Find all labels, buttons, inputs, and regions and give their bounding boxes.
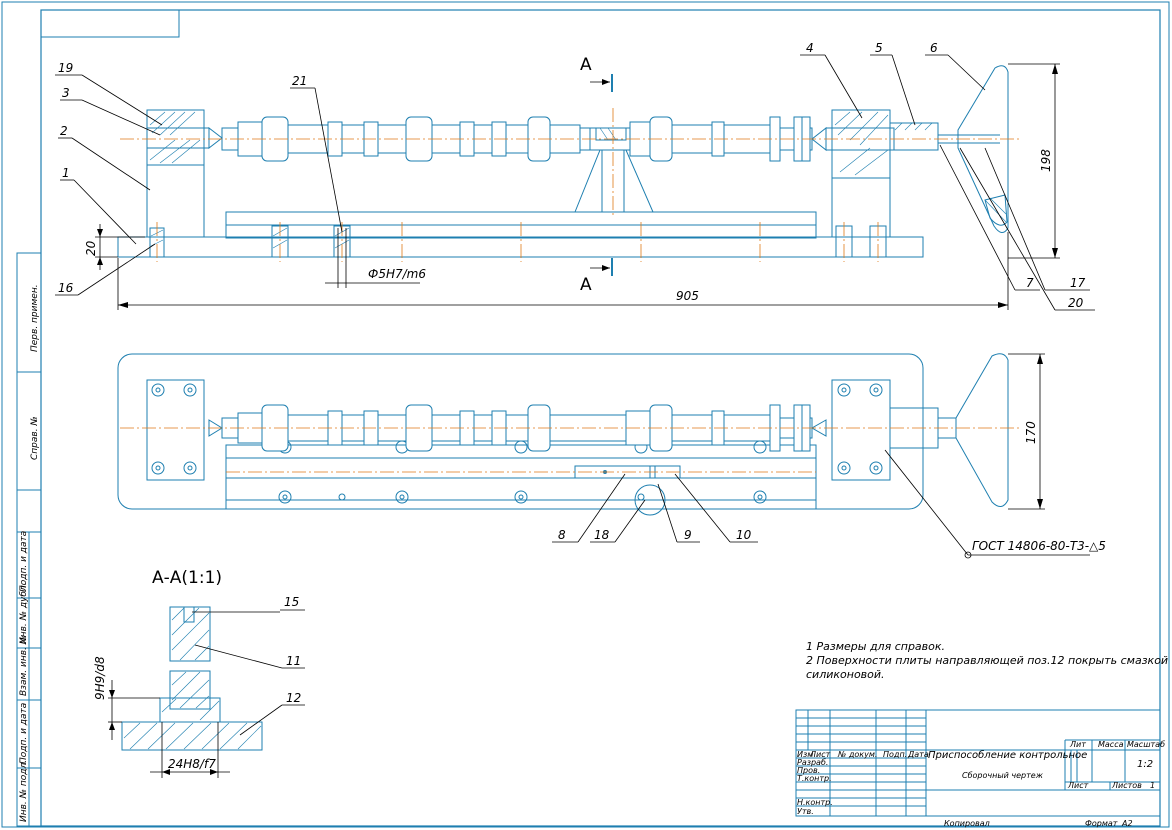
section-aa: А-А(1:1) 9H9/d8 24H8/ [93, 568, 305, 778]
stamp-vzam-inv: Взам. инв. № [19, 635, 29, 696]
tb-razrab: Разраб. [797, 758, 828, 767]
pos-5: 5 [875, 41, 883, 55]
pos-15: 15 [284, 595, 299, 609]
pos-9: 9 [684, 528, 692, 542]
stamp-sprav: Справ. № [30, 416, 40, 460]
section-title: А-А(1:1) [152, 568, 222, 588]
stamp-inv-podl: Инв. № подл. [19, 760, 29, 822]
tb-massa: Масса [1098, 740, 1124, 749]
tb-format-label: Формат [1085, 819, 1118, 828]
pos-16: 16 [58, 281, 74, 295]
pos-8: 8 [558, 528, 566, 542]
tb-listov: 1 [1150, 781, 1155, 790]
section-mark-bottom: A [580, 258, 613, 295]
dim-base-height: 20 [84, 240, 98, 256]
section-mark-top: A [580, 55, 613, 92]
tb-lit: Лит [1069, 740, 1086, 749]
tb-utv: Утв. [797, 807, 814, 816]
tb-izm: Изм [797, 750, 813, 759]
pos-12: 12 [286, 691, 301, 705]
section-letter-top: A [580, 55, 592, 75]
tb-list-label: Лист [1067, 781, 1089, 790]
technical-notes: 1 Размеры для справок. 2 Поверхности пли… [806, 640, 1168, 681]
front-dimensions: 905 198 20 Ф5H7/m6 [84, 63, 1060, 310]
side-stamp-column: Перв. примен. Справ. № Подп. и дата Инв.… [16, 252, 42, 827]
dim-fit-h: 24H8/f7 [168, 757, 216, 771]
note-2: 2 Поверхности плиты направляющей поз.12 … [806, 654, 1168, 667]
plan-view [117, 353, 1020, 516]
stamp-inv-dubl: Инв. № дубл. [19, 582, 29, 644]
pos-3: 3 [62, 86, 70, 100]
pos-17: 17 [1070, 276, 1086, 290]
stamp-perv-primen: Перв. примен. [30, 284, 40, 352]
plan-dimensions: 170 [1008, 353, 1045, 510]
front-view [117, 65, 1020, 262]
pos-2: 2 [60, 124, 68, 138]
tb-ndokum: № докум. [837, 750, 877, 759]
pos-10: 10 [736, 528, 752, 542]
tb-listov-label: Листов [1111, 781, 1142, 790]
title-block: Изм Лист № докум. Подп. Дата Разраб. Про… [795, 709, 1165, 828]
pos-6: 6 [930, 41, 938, 55]
tb-kopiroval: Копировал [944, 819, 990, 828]
pos-18: 18 [594, 528, 610, 542]
tb-doc: Сборочный чертеж [962, 771, 1044, 780]
note-1: 1 Размеры для справок. [806, 640, 945, 653]
tb-masshtab: Масштаб [1127, 740, 1165, 749]
dim-height-right: 198 [1039, 149, 1053, 172]
leaders-plan: ГОСТ 14806-80-Т3-△5 8 18 9 10 [552, 449, 1106, 559]
pos-7: 7 [1026, 276, 1034, 290]
tb-tkontr: Т.контр. [797, 774, 832, 783]
tb-format: A2 [1121, 819, 1133, 828]
section-letter-bottom: A [580, 275, 592, 295]
pos-11: 11 [286, 654, 301, 668]
leaders-front: 19 3 2 1 16 21 4 5 6 7 [55, 41, 1095, 311]
tb-podp: Подп. [883, 750, 907, 759]
dim-fit-pin: Ф5H7/m6 [368, 267, 426, 281]
dim-length: 905 [676, 289, 699, 303]
note-2-cont: силиконовой. [806, 668, 885, 681]
tb-name: Приспособление контрольное [928, 749, 1087, 761]
pos-21: 21 [292, 74, 307, 88]
stamp-podp-data-2: Подп. и дата [19, 703, 29, 764]
stamp-podp-data-1: Подп. и дата [19, 531, 29, 592]
dim-width-plan: 170 [1024, 421, 1038, 444]
gost-note: ГОСТ 14806-80-Т3-△5 [972, 539, 1106, 553]
pos-20: 20 [1068, 296, 1084, 310]
tb-data: Дата [907, 750, 929, 759]
dim-fit-v: 9H9/d8 [93, 656, 107, 700]
tb-scale: 1:2 [1137, 759, 1153, 770]
pos-1: 1 [62, 166, 70, 180]
pos-4: 4 [806, 41, 814, 55]
pos-19: 19 [58, 61, 73, 75]
tb-prov: Пров. [797, 766, 820, 775]
tb-nkontr: Н.контр. [797, 798, 833, 807]
tb-list: Лист [809, 750, 831, 759]
